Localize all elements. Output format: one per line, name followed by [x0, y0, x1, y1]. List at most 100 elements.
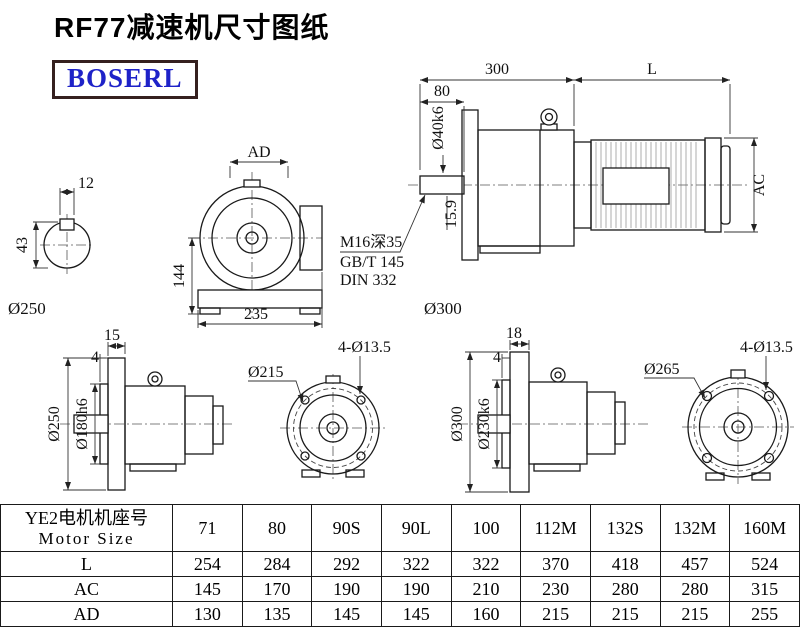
value-cell: 370	[520, 551, 591, 577]
output-shaft	[419, 175, 465, 195]
dim-L: L	[647, 61, 657, 78]
dim-80: 80	[434, 83, 450, 100]
value-cell: 322	[380, 551, 452, 577]
header-motor-size-en: Motor Size	[38, 529, 135, 549]
dim-144: 144	[171, 264, 188, 288]
table-row-AD: AD 130 135 145 145 160 215 215 215 255	[0, 601, 800, 627]
note-din-standard: DIN 332	[340, 272, 396, 289]
motor-size-column: 80	[241, 504, 313, 552]
dim-bolt-circle: Ø215	[248, 364, 284, 381]
technical-drawing: 12 43 AD 144	[8, 61, 794, 493]
value-cell: 292	[311, 551, 382, 577]
flange300-side-view: 18 4 Ø300 Ø230k6	[449, 325, 650, 493]
motor-size-column: 90S	[311, 504, 382, 552]
dim-key-width: 12	[78, 175, 94, 192]
lifting-eye	[540, 108, 558, 126]
bolt-hole	[300, 451, 310, 461]
keyway-slot	[59, 218, 75, 231]
dim-bolt-holes: 4-Ø13.5	[740, 339, 793, 356]
motor-nameplate	[602, 167, 670, 205]
dim-flange-od: Ø250	[46, 406, 63, 442]
bolt-hole	[763, 452, 775, 464]
value-cell: 280	[659, 576, 731, 602]
value-cell: 315	[729, 576, 800, 602]
dim-bolt-holes: 4-Ø13.5	[338, 339, 391, 356]
dim-235: 235	[244, 306, 268, 323]
value-cell: 145	[380, 601, 452, 627]
flange250-side-view: 15 4 Ø250 Ø180h6	[46, 327, 233, 491]
motor-size-column: 100	[450, 504, 522, 552]
motor-size-column: 112M	[520, 504, 591, 552]
gearmotor-side-view: 300 L 80 Ø40k6 15.9 AC M16深35 GB/T 145 D…	[340, 61, 768, 289]
motor-size-column: 90L	[380, 504, 452, 552]
value-cell: 322	[450, 551, 522, 577]
value-cell: 160	[450, 601, 522, 627]
shaft-section-view: 12 43	[14, 175, 94, 274]
lifting-eye	[147, 371, 163, 387]
flange-plate	[509, 351, 530, 493]
motor-dimension-table: YE2电机机座号 Motor Size 71 80 90S 90L 100 11…	[0, 504, 800, 627]
dim-key-height: 43	[14, 237, 31, 253]
dim-ac: AC	[751, 174, 768, 196]
brand-logo: BOSERL	[52, 60, 198, 99]
value-cell: 210	[450, 576, 522, 602]
dim-spigot: Ø230k6	[476, 398, 493, 450]
note-gb-standard: GB/T 145	[340, 254, 404, 271]
dim-4: 4	[493, 349, 501, 366]
table-row-L: L 254 284 292 322 322 370 418 457 524	[0, 551, 800, 577]
value-cell: 418	[589, 551, 661, 577]
value-cell: 145	[311, 601, 382, 627]
value-cell: 135	[241, 601, 313, 627]
table-header-row: YE2电机机座号 Motor Size 71 80 90S 90L 100 11…	[0, 504, 800, 552]
value-cell: 130	[172, 601, 243, 627]
row-label: L	[0, 551, 173, 577]
bolt-hole	[356, 395, 366, 405]
table-row-AC: AC 145 170 190 190 210 230 280 280 315	[0, 576, 800, 602]
dim-4: 4	[91, 349, 99, 366]
row-label: AC	[0, 576, 173, 602]
value-cell: 284	[241, 551, 313, 577]
value-cell: 215	[520, 601, 591, 627]
label-flange-250: Ø250	[8, 299, 46, 318]
bolt-hole	[356, 451, 366, 461]
bolt-hole	[763, 390, 775, 402]
page-title: RF77减速机尺寸图纸	[54, 12, 330, 43]
bolt-circle	[293, 388, 373, 468]
gear-housing	[477, 129, 575, 247]
value-cell: 190	[311, 576, 382, 602]
label-flange-300: Ø300	[424, 299, 462, 318]
value-cell: 190	[380, 576, 452, 602]
lifting-eye	[550, 367, 566, 383]
gearbox-front-view: AD 144 235	[171, 144, 323, 328]
dim-15: 15	[104, 327, 120, 344]
dim-shaft-diameter: Ø40k6	[430, 106, 447, 150]
output-shaft	[73, 414, 109, 434]
dim-300: 300	[485, 61, 509, 78]
top-plug	[243, 179, 261, 188]
side-housing	[299, 205, 323, 271]
value-cell: 255	[729, 601, 800, 627]
value-cell: 280	[589, 576, 661, 602]
dim-18: 18	[506, 325, 522, 342]
bolt-circle	[693, 382, 783, 472]
motor-size-column: 132M	[659, 504, 731, 552]
flange300-front-view: Ø265 4-Ø13.5	[644, 339, 794, 484]
value-cell: 170	[241, 576, 313, 602]
row-label: AD	[0, 601, 173, 627]
value-cell: 524	[729, 551, 800, 577]
header-motor-size-cn: YE2电机机座号	[25, 507, 148, 528]
flange250-front-view: Ø215 4-Ø13.5	[248, 339, 391, 482]
dim-bolt-circle: Ø265	[644, 361, 680, 378]
value-cell: 145	[172, 576, 243, 602]
motor-size-column: 132S	[589, 504, 661, 552]
dim-ad: AD	[247, 144, 270, 161]
value-cell: 457	[659, 551, 731, 577]
bolt-hole	[701, 452, 713, 464]
dim-flange-od: Ø300	[449, 406, 466, 442]
dim-spigot: Ø180h6	[74, 398, 91, 450]
motor-size-column: 160M	[729, 504, 800, 552]
note-tap-size: M16深35	[340, 233, 402, 251]
value-cell: 254	[172, 551, 243, 577]
table-header-cell: YE2电机机座号 Motor Size	[0, 504, 173, 552]
